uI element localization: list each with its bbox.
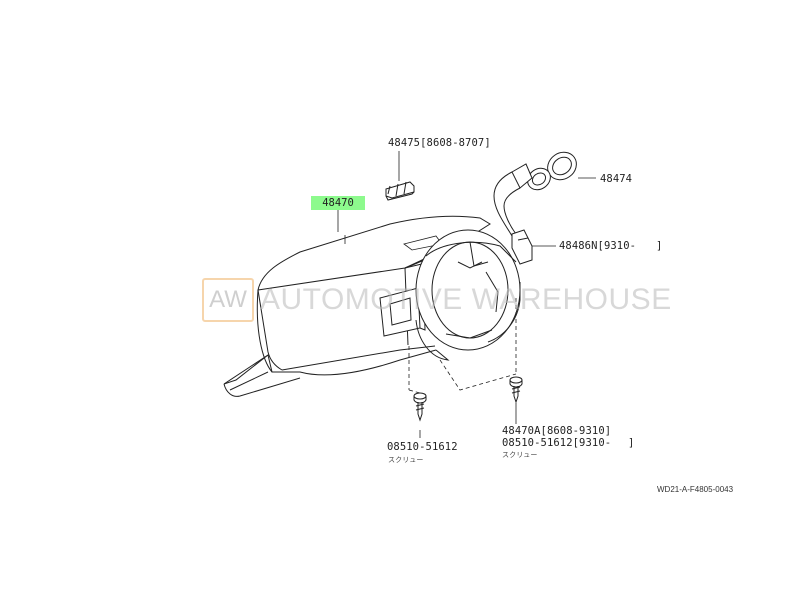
- screw-left-name: スクリュー: [388, 456, 424, 464]
- part-48470a-label[interactable]: 48470A[8608-9310]: [502, 425, 612, 437]
- screw-right-part-label[interactable]: 08510-51612[9310-: [502, 437, 612, 449]
- screw-left: [413, 392, 427, 422]
- screw-right-bracket: ]: [628, 437, 635, 449]
- part-48470-label: 48470: [322, 197, 354, 209]
- screw-right-name: スクリュー: [502, 451, 538, 459]
- part-48486n-label[interactable]: 48486N[9310-: [559, 240, 637, 252]
- grommet-48474: [527, 151, 577, 191]
- part-48470-highlight[interactable]: 48470: [311, 196, 365, 210]
- leader-lines: [337, 151, 596, 438]
- harness-48486n: [493, 163, 533, 265]
- clip-48475: [385, 181, 415, 201]
- part-48486n-bracket: ]: [656, 240, 663, 252]
- screw-right: [509, 376, 523, 404]
- part-48474-label[interactable]: 48474: [600, 173, 633, 185]
- screw-left-part-label[interactable]: 08510-51612: [387, 441, 458, 453]
- column-cover-body: [223, 215, 521, 397]
- diagram-code: WD21-A-F4805-0043: [657, 485, 734, 494]
- part-48475-label[interactable]: 48475[8608-8707]: [388, 137, 491, 149]
